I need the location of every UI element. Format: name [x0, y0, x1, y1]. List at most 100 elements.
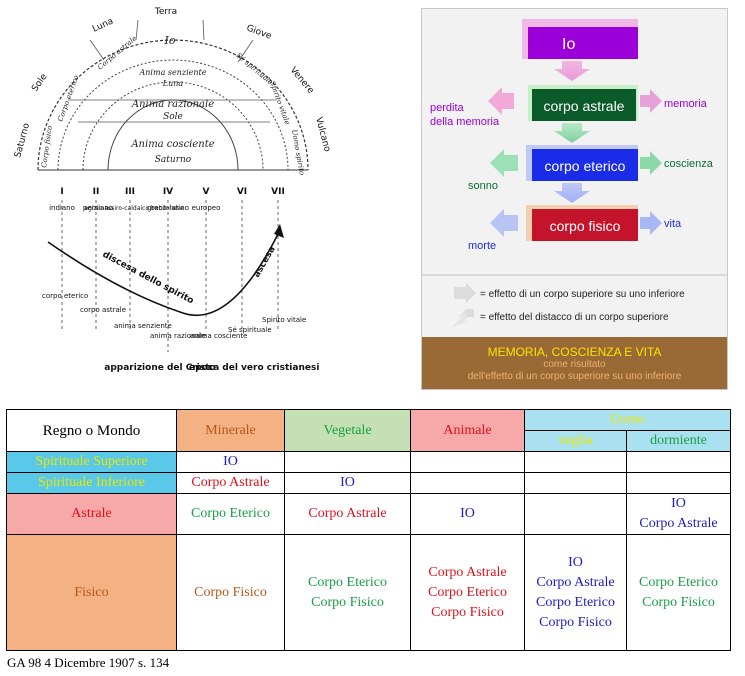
io-label: Io	[562, 36, 575, 53]
cell-minerale: Corpo Astrale	[176, 472, 285, 494]
planet-vulcano: Vulcano	[313, 116, 332, 153]
header-veglia: veglia	[524, 430, 627, 452]
cell-line: Corpo Astrale	[639, 516, 718, 531]
cell-minerale: Corpo Eterico	[176, 493, 285, 535]
cell-vegetale: IO	[284, 472, 411, 494]
cell-veglia	[524, 493, 627, 535]
epoch-numeral: III	[125, 187, 135, 197]
cell-dormiente	[626, 472, 731, 494]
row-label-fisico: Fisico	[6, 534, 177, 651]
label-corpo-fisico: Corpo fisico	[40, 125, 54, 168]
band-subtitle: dell'effetto di un corpo superiore su un…	[467, 371, 682, 382]
epoch-curve-sketch: I II III IV V VI VII indiano persiano eg…	[42, 187, 320, 373]
cell-veglia: IO Corpo Astrale Corpo Eterico Corpo Fis…	[524, 534, 627, 651]
cell-line: Corpo Eterico	[639, 574, 718, 590]
cell-line: IO	[568, 554, 583, 570]
cell-dormiente	[626, 451, 731, 473]
cell-vegetale	[284, 451, 411, 473]
member-label: corpo eterico	[42, 292, 88, 300]
cell-animale: Corpo Astrale Corpo Eterico Corpo Fisico	[410, 534, 525, 651]
header-minerale: Minerale	[176, 409, 285, 452]
epoch-numeral: V	[203, 187, 210, 197]
epoch-numeral: II	[93, 187, 100, 197]
member-label: corpo astrale	[80, 306, 126, 314]
realm-table: Regno o Mondo Minerale Vegetale Animale …	[6, 409, 731, 651]
row-label-spirituale-inferiore: Spirituale Inferiore	[6, 472, 177, 494]
label-coscienza: coscienza	[664, 158, 714, 170]
label-della-memoria: della memoria	[430, 116, 500, 128]
member-label: anima senziente	[114, 322, 172, 330]
cell-veglia	[524, 451, 627, 473]
label-morte: morte	[468, 240, 496, 252]
cell-line: Corpo Eterico	[308, 574, 387, 590]
corpo-eterico-box	[532, 149, 638, 181]
label-perdita: perdita	[430, 102, 465, 114]
member-label: anima razionale	[150, 332, 206, 340]
label-apparizione: apparizione del Cristo	[104, 363, 215, 373]
member-label: Sé spirituale	[228, 326, 272, 334]
label-anima-sole: Sole	[163, 112, 183, 122]
legend-effetto: = effetto di un corpo superiore su uno i…	[480, 289, 685, 300]
header-uomo: Uomo	[524, 409, 731, 431]
culture-label: greco-latino	[147, 204, 189, 212]
label-vita: vita	[664, 218, 682, 230]
band-title: MEMORIA, COSCIENZA E VITA	[487, 345, 662, 359]
planet-luna: Luna	[91, 16, 115, 34]
planet-saturno: Saturno	[13, 122, 32, 159]
cell-dormiente: Corpo Eterico Corpo Fisico	[626, 534, 731, 651]
cell-veglia	[524, 472, 627, 494]
band-subtitle: come risultato	[543, 359, 606, 370]
summary-band: MEMORIA, COSCIENZA E VITA come risultato…	[422, 337, 727, 389]
cell-minerale: Corpo Fisico	[176, 534, 285, 651]
cell-vegetale: Corpo Eterico Corpo Fisico	[284, 534, 411, 651]
corpo-astrale-label: corpo astrale	[544, 98, 625, 114]
cell-animale: IO	[410, 493, 525, 535]
io-box	[528, 27, 638, 59]
culture-label: persiano	[83, 204, 113, 212]
row-label-spirituale-superiore: Spirituale Superiore	[6, 451, 177, 473]
culture-label: indiano	[49, 204, 75, 212]
label-anima-senziente: Anima senziente	[139, 68, 207, 77]
cell-line: Corpo Fisico	[642, 594, 715, 610]
label-io: Io	[164, 34, 176, 47]
cell-line: Corpo Fisico	[539, 614, 612, 630]
source-caption: GA 98 4 Dicembre 1907 s. 134	[7, 655, 170, 670]
cell-line: Corpo Astrale	[536, 574, 615, 590]
header-dormiente: dormiente	[626, 430, 731, 452]
header-animale: Animale	[410, 409, 525, 452]
cell-minerale: IO	[176, 451, 285, 473]
cell-line: Corpo Fisico	[431, 604, 504, 620]
label-ascesa: ascesa	[252, 245, 278, 280]
corpo-fisico-box	[532, 209, 638, 241]
label-epoca: epoca del vero cristianesimo	[189, 363, 320, 373]
epoch-numeral: VI	[237, 187, 247, 197]
cell-vegetale: Corpo Astrale	[284, 493, 411, 535]
label-corpo-astrale: Corpo astrale	[96, 34, 138, 71]
cell-animale	[410, 451, 525, 473]
planet-terra: Terra	[154, 7, 177, 17]
label-anima-razionale: Anima razionale	[131, 99, 214, 110]
planet-sole: Sole	[30, 72, 50, 94]
corpo-astrale-box	[532, 89, 636, 121]
cell-line: Corpo Eterico	[536, 594, 615, 610]
label-sonno: sonno	[468, 180, 498, 192]
header-regno: Regno o Mondo	[6, 409, 177, 452]
row-label-astrale: Astrale	[6, 493, 177, 535]
cell-animale	[410, 472, 525, 494]
label-anima-cosciente: Anima cosciente	[130, 139, 214, 150]
label-spirito-vitale: Spirito vitale	[268, 80, 291, 126]
label-anima-luna: Luna	[162, 79, 184, 88]
cell-line: Corpo Eterico	[428, 584, 507, 600]
corpo-fisico-label: corpo fisico	[550, 218, 621, 234]
planet-venere: Venere	[288, 66, 316, 97]
member-label: anima cosciente	[190, 332, 247, 340]
member-label: Spirito vitale	[262, 316, 306, 324]
corpo-eterico-label: corpo eterico	[545, 158, 626, 174]
cell-line: Corpo Astrale	[428, 564, 507, 580]
label-memoria: memoria	[664, 98, 708, 110]
epoch-numeral: I	[60, 187, 63, 197]
planet-giove: Giove	[245, 23, 273, 41]
cell-line: IO	[671, 496, 686, 511]
bodies-diagram: Io corpo astrale corpo eterico corpo fis…	[421, 8, 728, 390]
cell-line: Corpo Fisico	[311, 594, 384, 610]
